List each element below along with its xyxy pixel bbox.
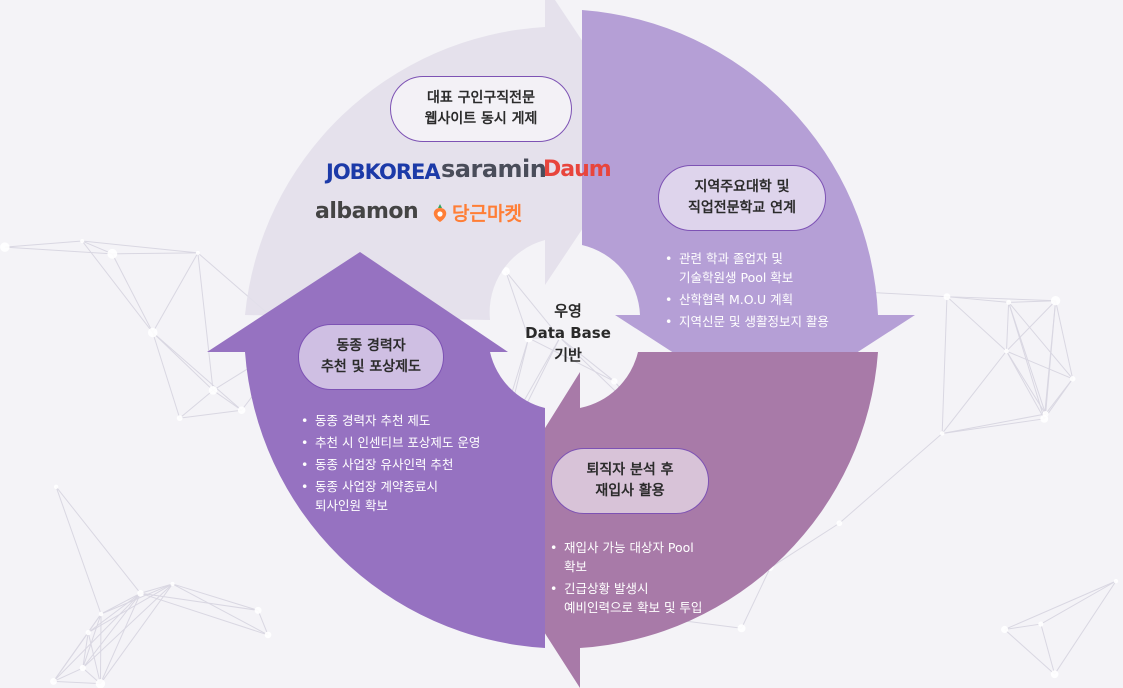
network-node <box>95 678 106 688</box>
network-node <box>1006 299 1012 305</box>
network-node <box>939 431 945 436</box>
list-item: 동종 사업장 유사인력 추천 <box>301 455 480 474</box>
daum-logo: Daum <box>543 157 612 182</box>
bottom-title-line2: 재입사 활용 <box>595 483 665 499</box>
network-node <box>85 629 91 636</box>
network-node <box>170 581 175 586</box>
network-node <box>1001 625 1009 634</box>
network-node <box>557 335 563 341</box>
network-node <box>1050 296 1061 306</box>
center-label-line3: 기반 <box>554 346 582 364</box>
network-node <box>836 520 843 527</box>
network-node <box>79 664 86 672</box>
network-node <box>195 250 200 255</box>
network-node <box>107 248 118 259</box>
right-title-line2: 직업전문학교 연계 <box>688 200 796 216</box>
network-node <box>0 242 10 252</box>
network-node <box>1050 670 1059 679</box>
left-title-line1: 동종 경력자 <box>336 338 406 354</box>
bottom-section-title: 퇴직자 분석 후 재입사 활용 <box>551 448 709 514</box>
top-section-title: 대표 구인구직전문 웹사이트 동시 게제 <box>390 76 572 142</box>
list-item: 동종 경력자 추천 제도 <box>301 411 480 430</box>
network-node <box>524 333 533 343</box>
center-label-line1: 우영 <box>554 302 582 320</box>
network-node <box>1069 376 1076 382</box>
network-node <box>264 631 272 639</box>
network-node <box>611 378 618 385</box>
network-node <box>943 293 951 301</box>
right-section-title: 지역주요대학 및 직업전문학교 연계 <box>658 165 826 231</box>
carrot-icon <box>433 203 447 222</box>
left-title-line2: 추천 및 포상제도 <box>321 359 421 375</box>
center-label-line2: Data Base <box>525 324 611 342</box>
jobkorea-logo: JOBKOREA <box>326 160 441 184</box>
saramin-logo: saramin <box>441 155 547 183</box>
top-title-line2: 웹사이트 동시 게제 <box>424 111 538 127</box>
network-node <box>80 238 85 244</box>
albamon-logo: albamon <box>315 199 419 224</box>
daangn-logo-text: 당근마켓 <box>452 203 522 225</box>
network-node <box>237 406 246 415</box>
network-node <box>176 415 183 422</box>
list-item: 지역신문 및 생활정보지 활용 <box>665 312 829 331</box>
list-item: 산학협력 M.O.U 계획 <box>665 290 829 309</box>
top-title-line1: 대표 구인구직전문 <box>427 90 535 106</box>
network-node <box>50 677 57 685</box>
left-section-title: 동종 경력자 추천 및 포상제도 <box>298 324 444 390</box>
bottom-title-line1: 퇴직자 분석 후 <box>586 462 674 478</box>
left-bullet-list: 동종 경력자 추천 제도 추천 시 인센티브 포상제도 운영 동종 사업장 유사… <box>301 411 480 518</box>
center-label: 우영 Data Base 기반 <box>512 300 624 366</box>
network-node <box>1113 578 1119 584</box>
network-node <box>1038 621 1044 627</box>
network-node <box>501 267 510 276</box>
network-node <box>208 386 218 395</box>
network-node <box>53 484 59 490</box>
daangn-logo: 당근마켓 <box>432 199 522 226</box>
network-node <box>1040 414 1049 423</box>
network-node <box>1004 348 1009 354</box>
network-node <box>737 624 746 633</box>
network-node <box>254 606 262 614</box>
list-item: 추천 시 인센티브 포상제도 운영 <box>301 433 480 452</box>
right-title-line1: 지역주요대학 및 <box>694 179 790 195</box>
network-node <box>98 611 104 617</box>
network-node <box>147 327 158 338</box>
network-node <box>137 590 144 597</box>
